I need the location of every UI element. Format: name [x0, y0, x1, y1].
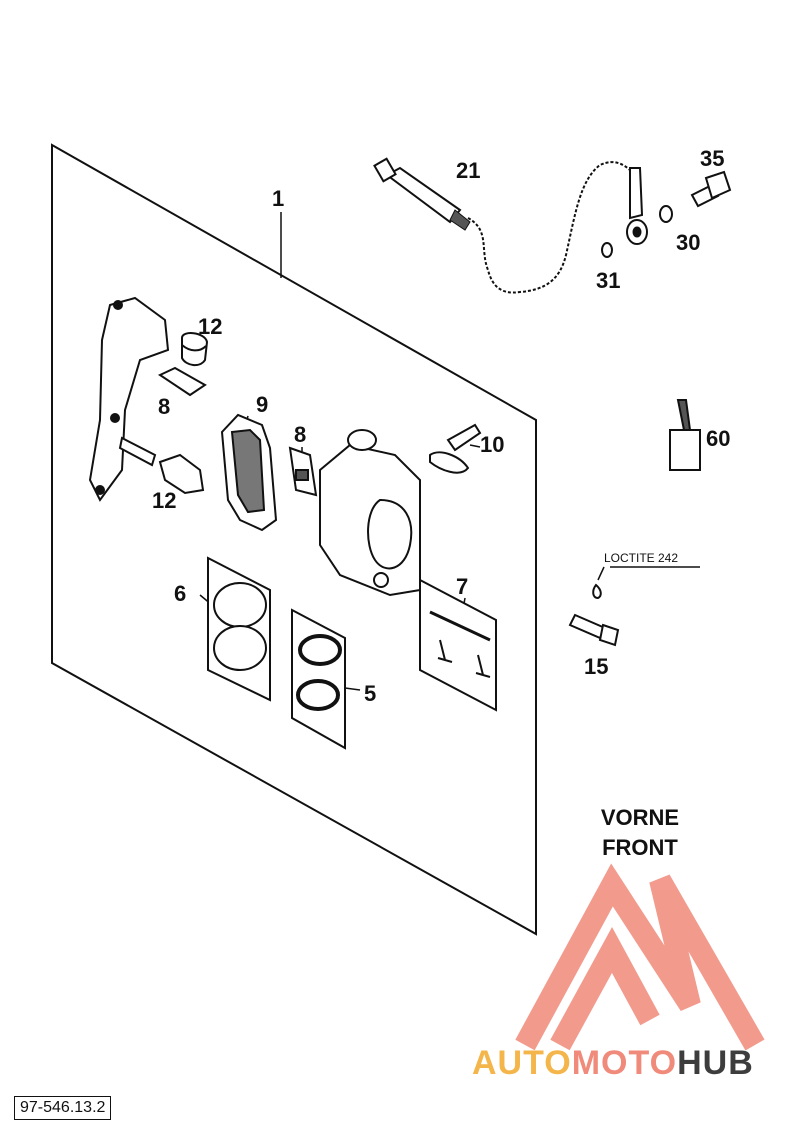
sealing-washer-lower-icon [601, 242, 613, 258]
callout-8-upper: 8 [158, 394, 171, 419]
bracket-hole-icon [95, 485, 105, 495]
callout-7: 7 [456, 574, 469, 599]
piston-set-6 [207, 556, 271, 702]
caliper-bracket [88, 296, 170, 502]
callout-21: 21 [456, 158, 481, 183]
watermark-wordmark: AUTOMOTOHUB [472, 1044, 754, 1083]
drawing-number: 97-546.13.2 [14, 1096, 112, 1120]
callout-60: 60 [706, 426, 731, 451]
callout-31: 31 [596, 268, 621, 293]
loctite-bottle-icon [669, 399, 701, 471]
callout-10: 10 [480, 432, 505, 457]
callout-30: 30 [676, 230, 701, 255]
loctite-note: LOCTITE 242 [604, 551, 679, 565]
callout-12-lower: 12 [152, 488, 177, 513]
brake-pad-icon [220, 413, 278, 532]
direction-line-vorne: VORNE [600, 805, 680, 830]
banjo-bolt-icon [690, 170, 732, 208]
callout-15: 15 [584, 654, 609, 679]
brake-hose [373, 157, 648, 294]
watermark-part-auto: AUTO [472, 1044, 572, 1082]
pad-spring-lower-icon [288, 446, 318, 497]
bracket-hole-icon [110, 413, 120, 423]
watermark-logo-icon [515, 863, 765, 1051]
callout-6: 6 [174, 581, 187, 606]
caliper-body [319, 429, 421, 597]
pad-spring-upper-icon [157, 366, 207, 397]
assembly-panel [51, 143, 537, 936]
callout-12-upper: 12 [198, 314, 223, 339]
callout-1: 1 [272, 186, 285, 211]
rubber-boot-upper-icon [181, 332, 209, 366]
seal-set-5 [291, 608, 346, 750]
bleeder-valve-icon [429, 423, 482, 474]
bracket-hole-icon [113, 300, 123, 310]
callout-35: 35 [700, 146, 725, 171]
pin-set-7 [419, 578, 497, 712]
direction-label: VORNE FRONT [580, 803, 700, 863]
watermark-part-hub: HUB [677, 1044, 754, 1082]
callout-5: 5 [364, 681, 377, 706]
guide-pin [118, 436, 157, 467]
rubber-boot-lower-icon [158, 453, 205, 495]
direction-line-front: FRONT [602, 835, 678, 860]
bolt-15-icon [568, 583, 620, 647]
sealing-washer-upper-icon [659, 205, 673, 223]
watermark-part-moto: MOTO [571, 1044, 678, 1082]
callout-8-lower: 8 [294, 422, 307, 447]
callout-9: 9 [256, 392, 269, 417]
